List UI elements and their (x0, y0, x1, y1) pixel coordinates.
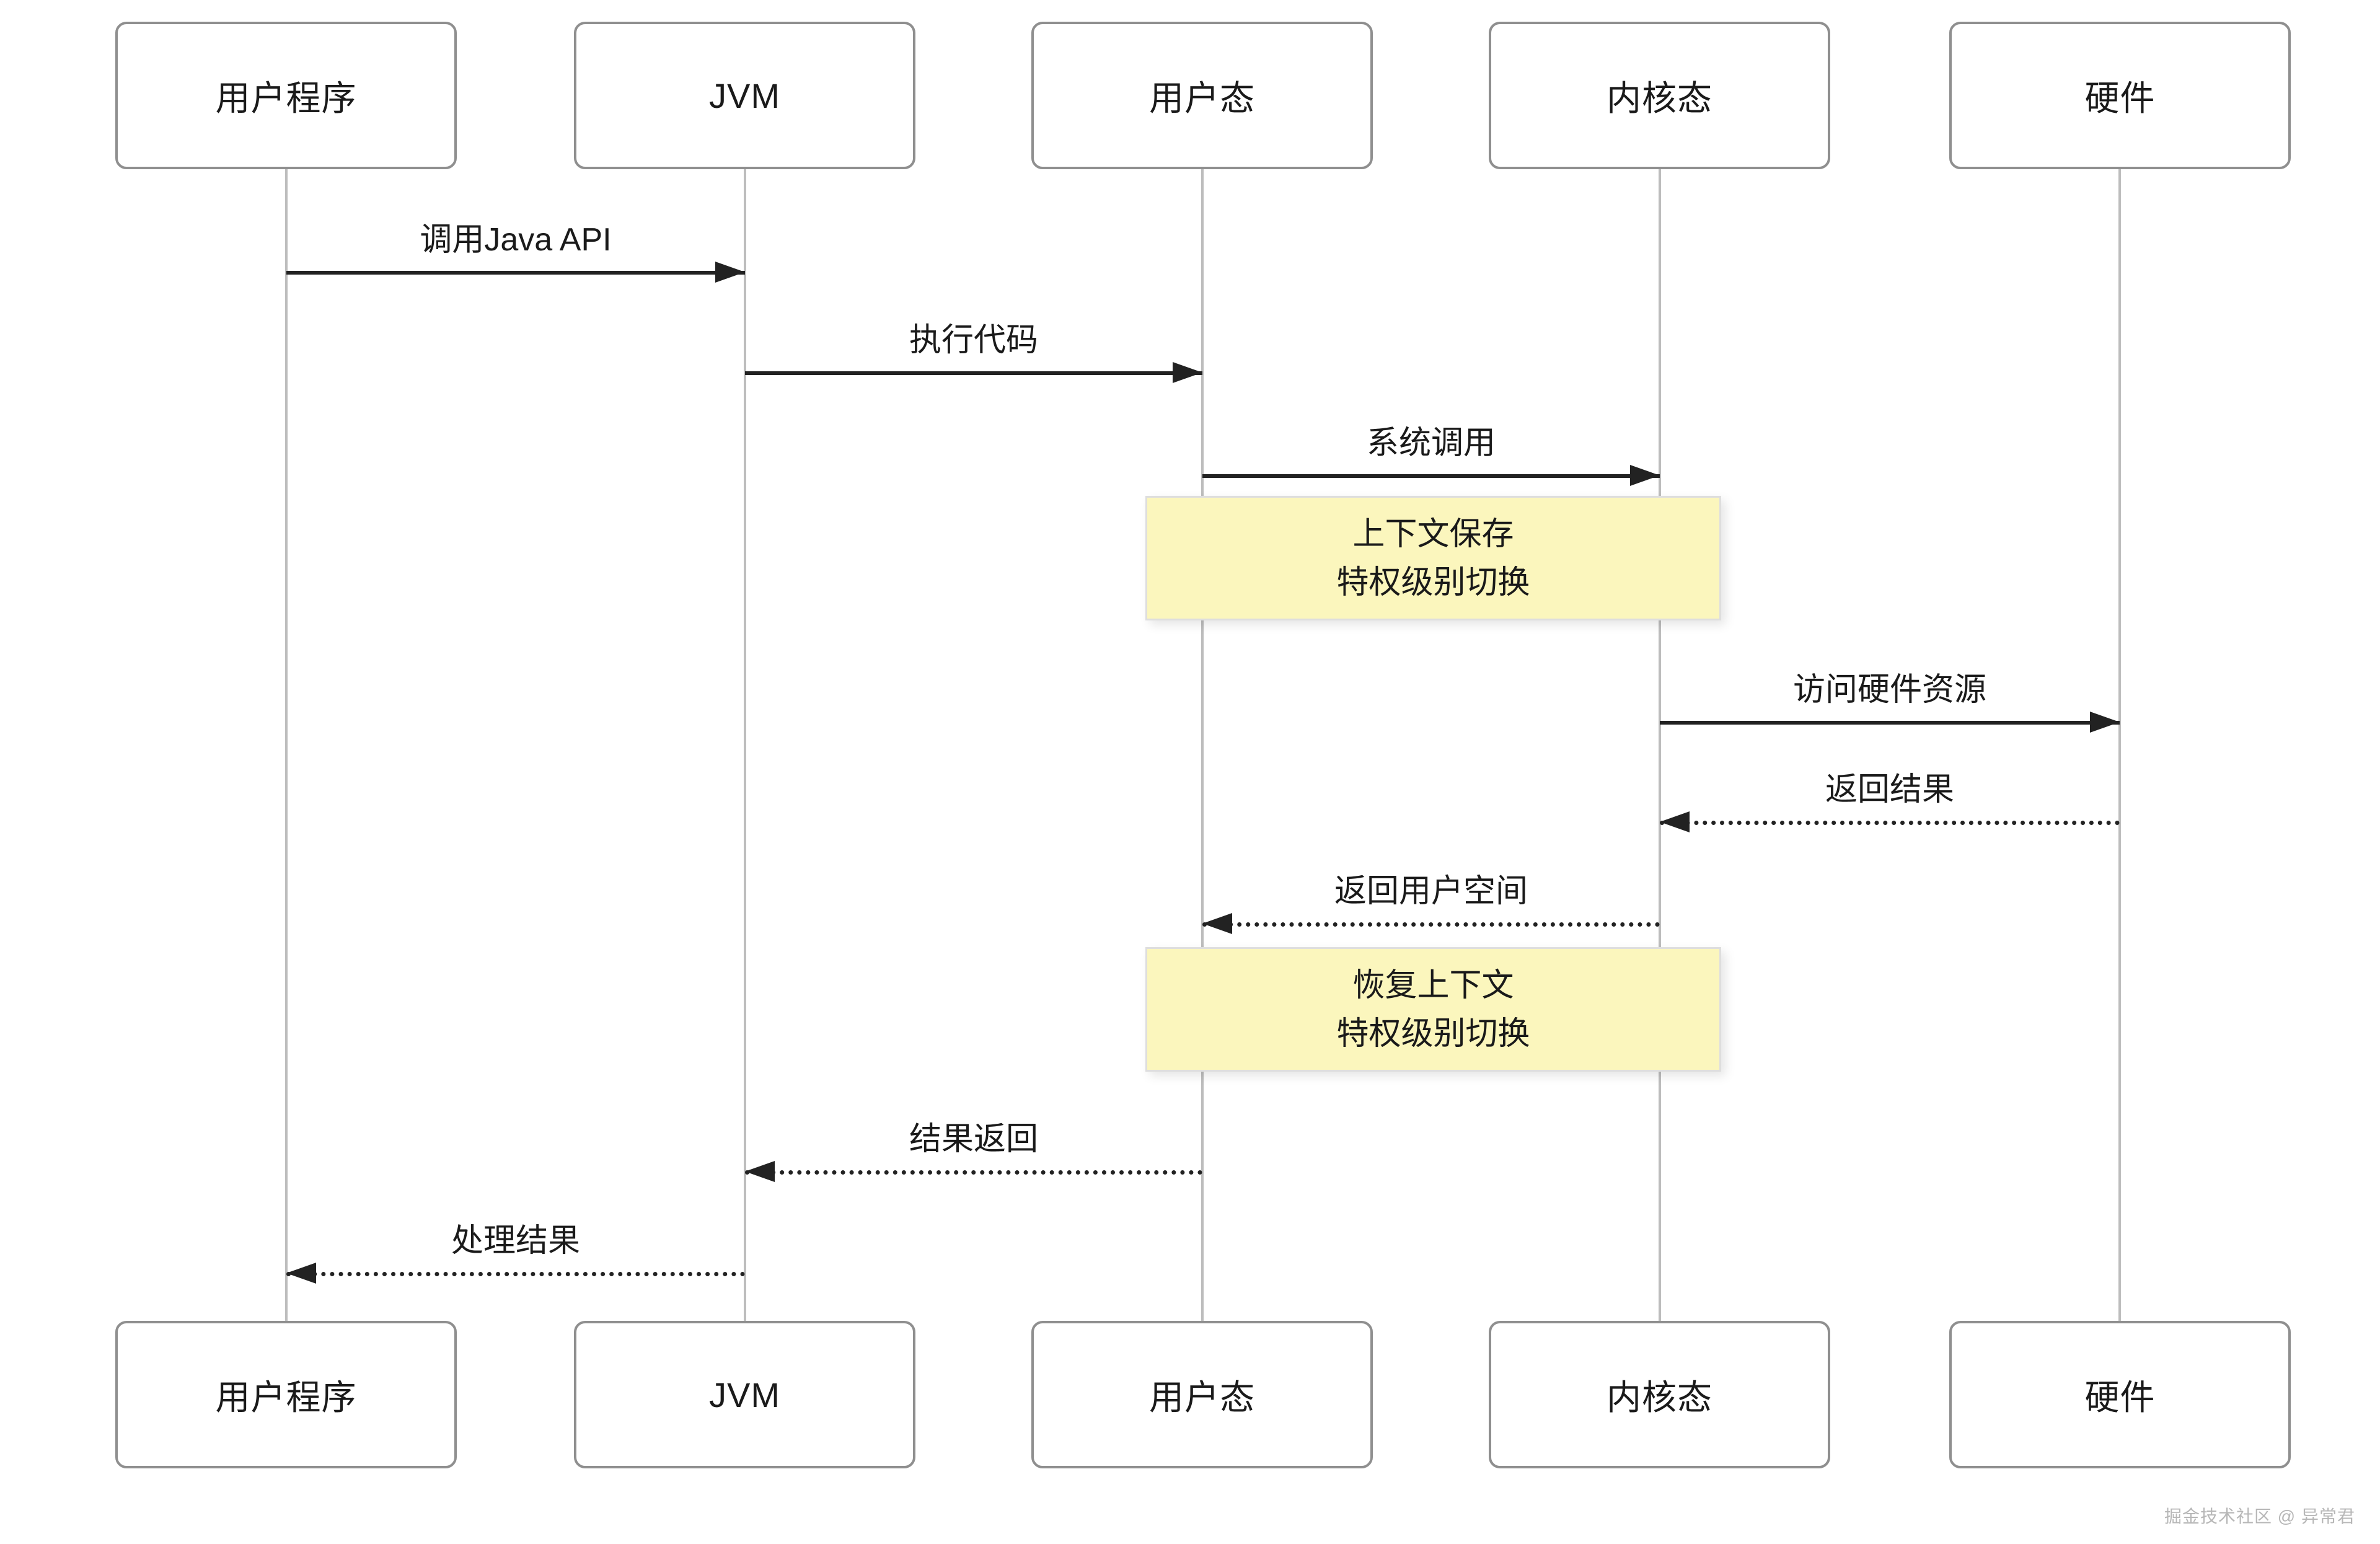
arrowhead-left-icon (1660, 811, 1690, 832)
arrowhead-right-icon (2090, 712, 2120, 733)
message-line (1660, 821, 2120, 825)
participant-top-jvm: JVM (574, 22, 915, 169)
lifeline-jvm (744, 169, 746, 1321)
message-label: 执行代码 (909, 322, 1038, 358)
arrowhead-left-icon (745, 1161, 775, 1182)
participant-top-user-program: 用户程序 (115, 22, 457, 169)
message-line (745, 371, 1202, 375)
lifeline-hardware (2118, 169, 2121, 1321)
lifeline-user-mode (1201, 169, 1204, 1321)
note-line: 上下文保存 (1352, 516, 1514, 552)
message-label: 返回用户空间 (1334, 873, 1528, 909)
note-line: 特权级别切换 (1336, 564, 1530, 601)
participant-top-hardware: 硬件 (1949, 22, 2291, 169)
message-label: 结果返回 (909, 1121, 1038, 1157)
message-line (1202, 922, 1660, 927)
message-line (286, 1272, 745, 1276)
participant-bottom-jvm: JVM (574, 1321, 915, 1468)
message-line (286, 271, 745, 275)
participant-bottom-user-mode: 用户态 (1031, 1321, 1373, 1468)
message-label: 返回结果 (1825, 772, 1954, 808)
message-label: 访问硬件资源 (1792, 672, 1986, 708)
message-label: 处理结果 (451, 1223, 580, 1259)
arrowhead-left-icon (286, 1263, 316, 1284)
note-context-save: 上下文保存 特权级别切换 (1145, 496, 1721, 620)
arrowhead-left-icon (1202, 913, 1232, 934)
message-label: 系统调用 (1366, 425, 1496, 461)
lifeline-user-program (285, 169, 288, 1321)
message-line (1202, 474, 1660, 478)
message-line (1660, 721, 2120, 725)
participant-top-user-mode: 用户态 (1031, 22, 1373, 169)
participant-bottom-hardware: 硬件 (1949, 1321, 2291, 1468)
participant-bottom-kernel-mode: 内核态 (1489, 1321, 1830, 1468)
arrowhead-right-icon (715, 262, 745, 283)
note-line: 恢复上下文 (1352, 967, 1514, 1004)
arrowhead-right-icon (1173, 362, 1202, 383)
message-line (745, 1170, 1202, 1175)
arrowhead-right-icon (1630, 465, 1660, 486)
participant-bottom-user-program: 用户程序 (115, 1321, 457, 1468)
note-line: 特权级别切换 (1336, 1015, 1530, 1052)
lifeline-kernel-mode (1659, 169, 1661, 1321)
note-context-restore: 恢复上下文 特权级别切换 (1145, 947, 1721, 1072)
watermark: 掘金技术社区 @ 异常君 (2164, 1507, 2355, 1526)
participant-top-kernel-mode: 内核态 (1489, 22, 1830, 169)
message-label: 调用Java API (420, 222, 612, 258)
